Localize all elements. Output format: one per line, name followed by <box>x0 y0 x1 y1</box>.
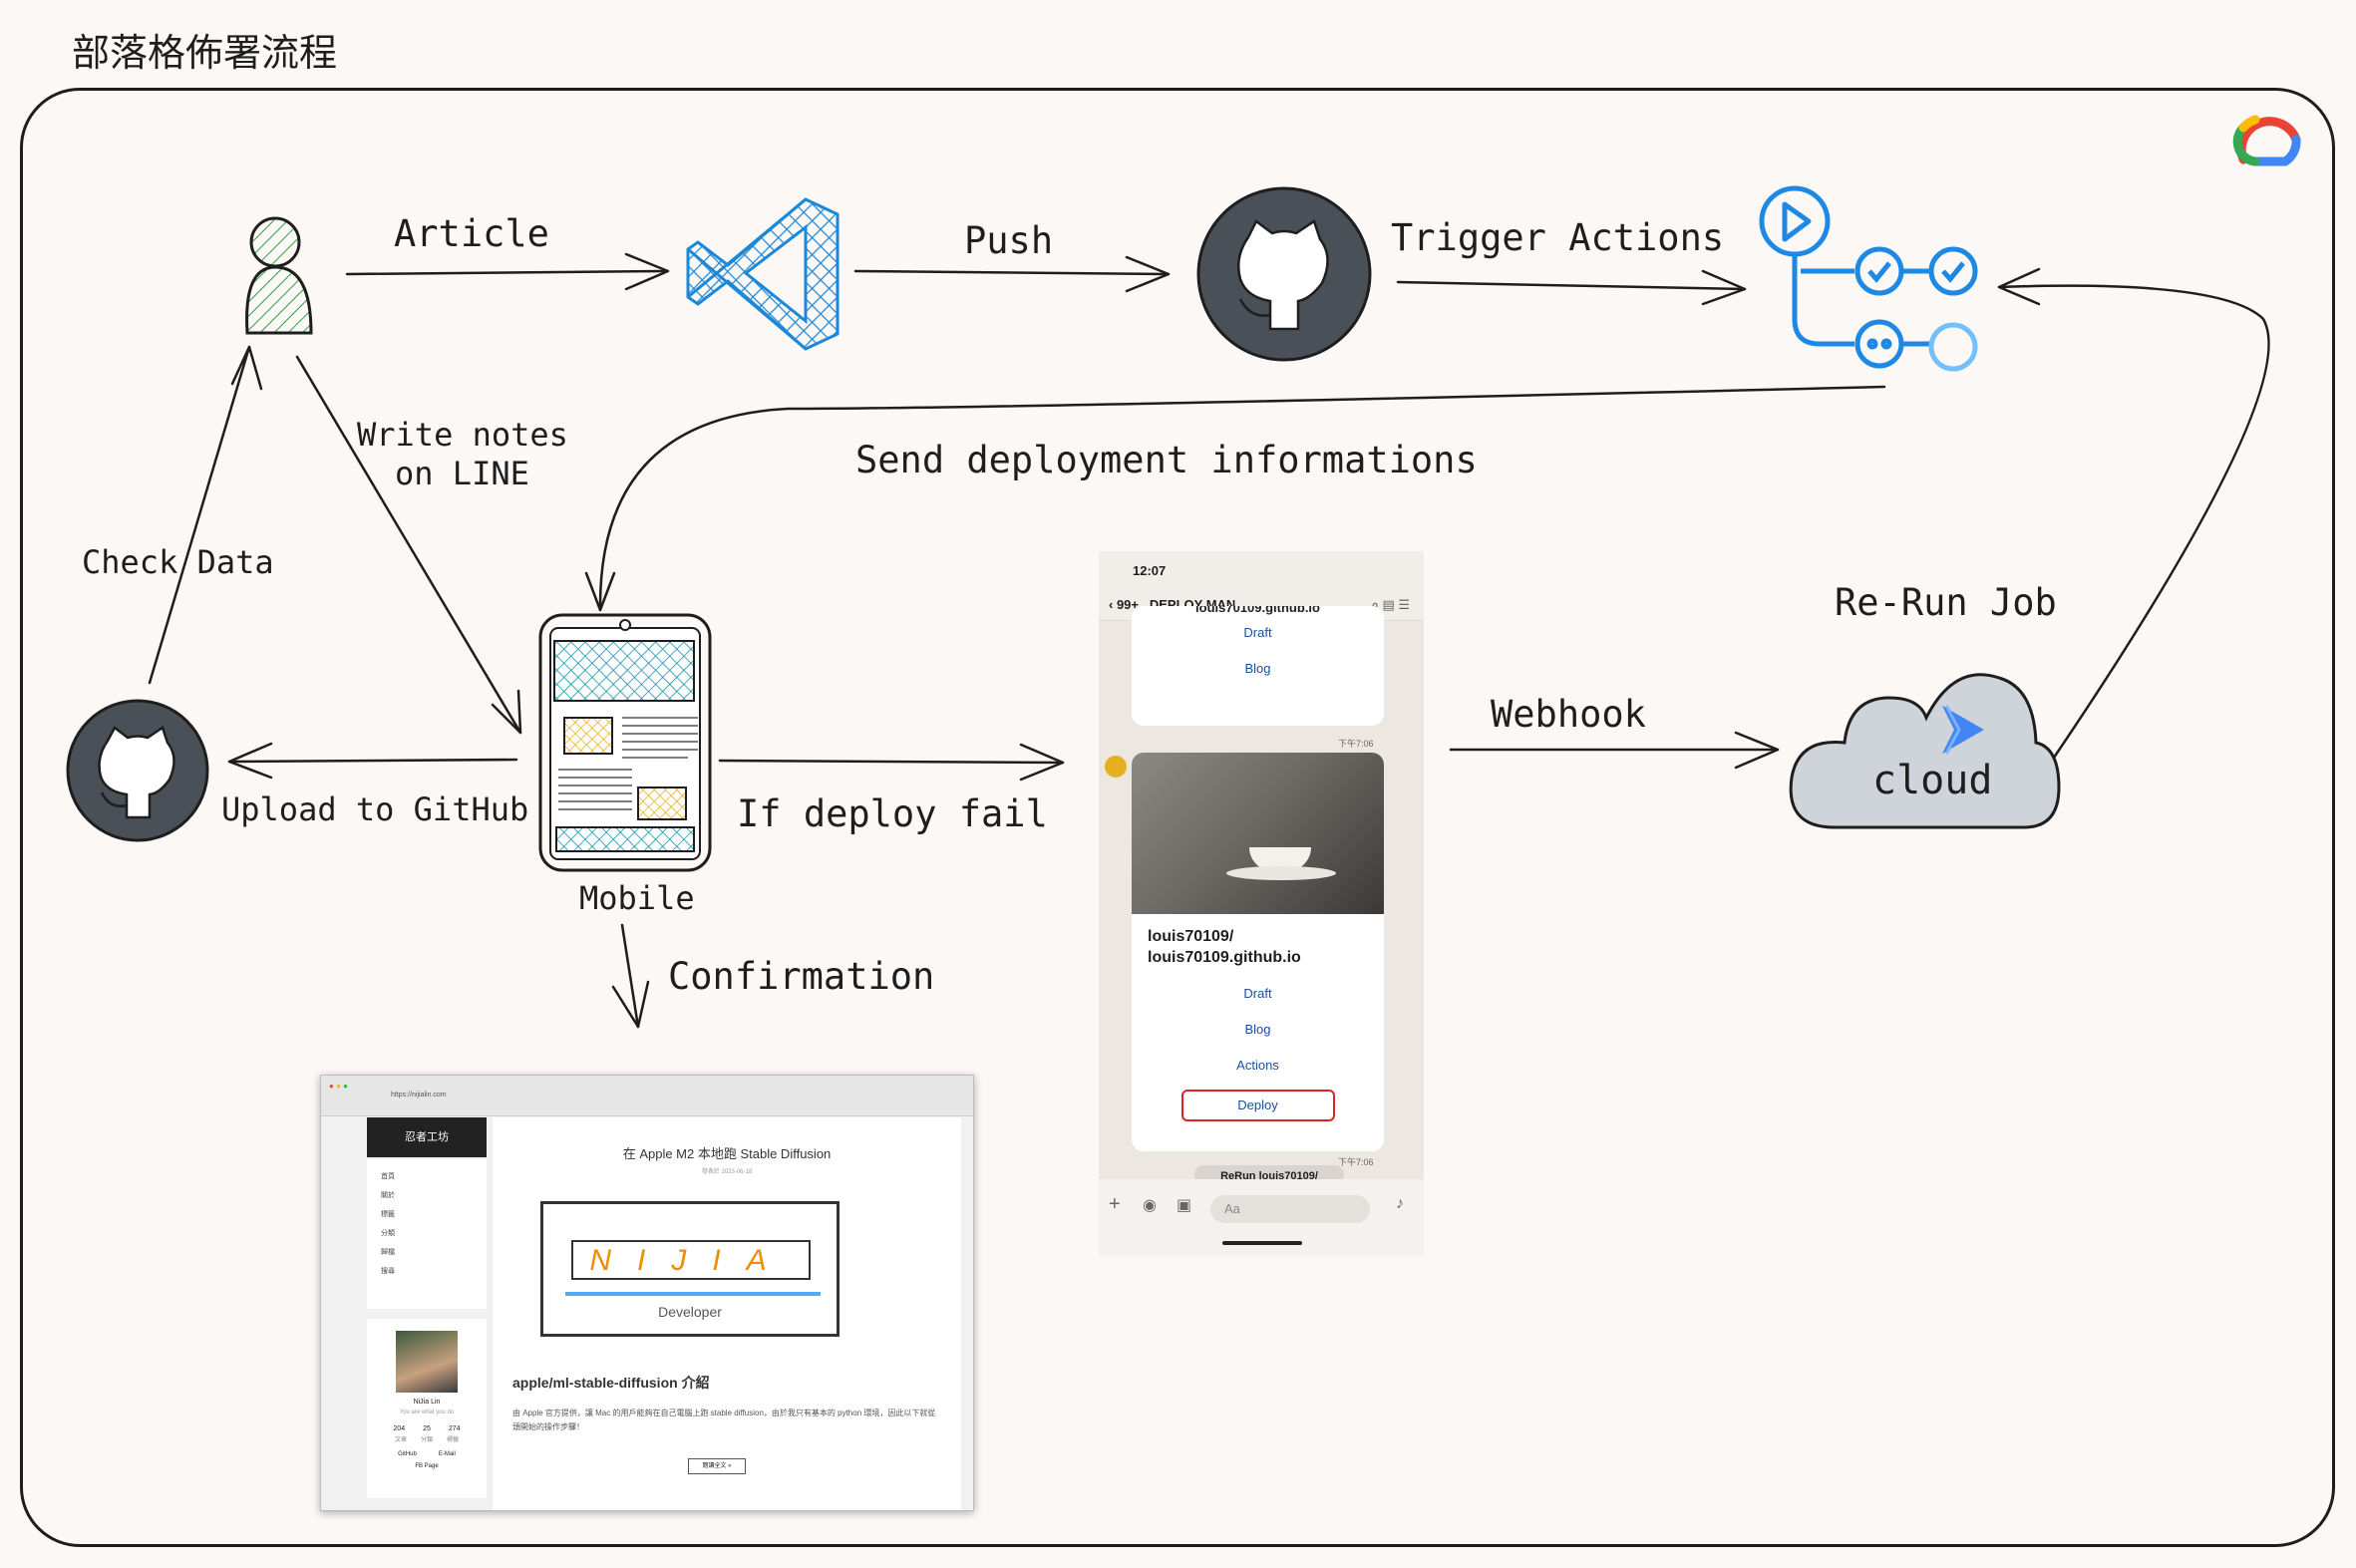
arrow-write-notes <box>295 355 522 735</box>
top-draft-item[interactable]: Draft <box>1243 625 1272 640</box>
outer-frame <box>20 88 2335 1547</box>
post-subtitle: apple/ml-stable-diffusion 介紹 <box>512 1375 710 1391</box>
message-card-top: louis70109.github.io Draft Blog <box>1132 606 1384 726</box>
blog-item[interactable]: Blog <box>1244 1022 1271 1037</box>
read-more-button[interactable]: 閱讀全文 » <box>688 1458 746 1474</box>
arrow-deploy-fail <box>718 759 1065 765</box>
diagram-title: 部落格佈署流程 <box>72 31 338 75</box>
label-trigger-actions: Trigger Actions <box>1391 216 1725 259</box>
message-card-main: louis70109/louis70109.github.io Draft Bl… <box>1132 753 1384 1151</box>
timestamp-2: 下午7:06 <box>1338 1157 1374 1167</box>
arrow-article <box>345 269 668 276</box>
repo-name: louis70109/louis70109.github.io <box>1148 928 1301 966</box>
timestamp-1: 下午7:06 <box>1338 739 1374 749</box>
arrow-trigger <box>1396 280 1747 291</box>
avatar <box>396 1331 458 1393</box>
status-bar: 12:07 <box>1099 551 1424 589</box>
arrow-confirmation <box>620 923 640 1029</box>
label-write-notes-2: on LINE <box>395 455 529 492</box>
deploy-button[interactable]: Deploy <box>1180 1090 1335 1121</box>
actions-item[interactable]: Actions <box>1236 1058 1279 1073</box>
arrow-upload <box>227 758 518 764</box>
nav-item-tags[interactable]: 標籤 <box>381 1211 395 1218</box>
label-if-deploy-fail: If deploy fail <box>737 792 1048 835</box>
post-meta: 發表於 2023-06-18 <box>701 1169 753 1175</box>
label-mobile: Mobile <box>579 879 695 917</box>
camera-icon[interactable]: ◉ <box>1143 1197 1157 1214</box>
top-blog-item[interactable]: Blog <box>1244 661 1271 676</box>
nav-menu: 首頁 關於 標籤 分類 歸檔 搜尋 <box>367 1159 487 1309</box>
label-webhook: Webhook <box>1491 693 1646 736</box>
nav-item-categories[interactable]: 分類 <box>381 1230 395 1237</box>
bot-avatar <box>1105 756 1127 778</box>
post-title[interactable]: 在 Apple M2 本地跑 Stable Diffusion <box>622 1146 832 1161</box>
blog-browser-screenshot: ● ● ● https://nijialin.com 忍者工坊 首頁 關於 標籤… <box>320 1075 974 1511</box>
fb-link[interactable]: FB Page <box>415 1463 439 1469</box>
post-content: 在 Apple M2 本地跑 Stable Diffusion 發表於 2023… <box>493 1117 961 1510</box>
profile-name: NiJia Lin <box>413 1399 441 1406</box>
mic-icon[interactable]: ♪ <box>1396 1195 1404 1212</box>
nav-item-about[interactable]: 關於 <box>381 1192 395 1199</box>
nav-item-search[interactable]: 搜尋 <box>381 1268 395 1275</box>
profile-tagline: You are what you do <box>399 1410 455 1415</box>
stat-labels: 文章分類標籤 <box>394 1437 460 1443</box>
vscode-icon <box>686 197 840 351</box>
github-icon-left <box>66 699 209 842</box>
browser-toolbar: ● ● ● https://nijialin.com <box>321 1076 973 1116</box>
google-cloud-logo-icon <box>2232 115 2301 166</box>
logo-text: NIJIA <box>571 1240 811 1280</box>
post-description: 由 Apple 官方提供，讓 Mac 的用戶能夠在自己電腦上跑 stable d… <box>512 1409 936 1431</box>
coffee-photo <box>1132 753 1384 914</box>
arrow-rerun <box>1997 284 2270 760</box>
nav-item-archives[interactable]: 歸檔 <box>381 1249 395 1256</box>
back-chevron-icon[interactable]: ‹ <box>1109 597 1117 612</box>
image-icon[interactable]: ▣ <box>1177 1197 1192 1214</box>
label-confirmation: Confirmation <box>668 955 935 998</box>
plus-icon[interactable]: + <box>1109 1193 1121 1215</box>
label-cloud: cloud <box>1872 758 1993 803</box>
label-send-deploy: Send deployment informations <box>855 439 1478 481</box>
home-indicator <box>1222 1241 1302 1245</box>
arrow-send-deploy <box>598 385 1886 612</box>
label-write-notes-1: Write notes <box>357 416 568 454</box>
person-icon <box>245 216 313 335</box>
label-upload-github: Upload to GitHub <box>221 790 529 828</box>
arrow-check-data <box>148 345 251 685</box>
label-check-data: Check Data <box>82 543 274 581</box>
address-bar[interactable]: https://nijialin.com <box>391 1092 447 1098</box>
ninja-logo: NIJIA Developer <box>540 1201 840 1337</box>
label-rerun-job: Re-Run Job <box>1835 581 2057 624</box>
cloud-run-icon <box>1789 673 2061 829</box>
site-name[interactable]: 忍者工坊 <box>367 1117 487 1157</box>
draft-item[interactable]: Draft <box>1243 986 1272 1001</box>
line-chat-screenshot: 12:07 ‹ 99+ DEPLOY MAN ⌕ ▤ ☰ louis70109.… <box>1099 551 1424 1256</box>
nav-item-home[interactable]: 首頁 <box>381 1173 395 1180</box>
message-input[interactable]: Aa <box>1210 1195 1370 1223</box>
label-push: Push <box>964 219 1054 262</box>
arrow-push <box>853 269 1171 276</box>
menu-icon[interactable]: ⌕ ▤ ☰ <box>1371 597 1410 612</box>
input-bar: + ◉ ▣ Aa ♪ <box>1099 1179 1424 1256</box>
status-time: 12:07 <box>1133 563 1167 578</box>
top-card-repo: louis70109.github.io <box>1195 606 1320 615</box>
logo-sub: Developer <box>658 1304 722 1320</box>
mobile-phone-icon <box>538 613 712 872</box>
github-actions-icon <box>1759 185 1978 372</box>
label-article: Article <box>394 212 549 255</box>
github-icon-top <box>1196 186 1372 362</box>
back-count[interactable]: 99+ <box>1116 597 1140 612</box>
